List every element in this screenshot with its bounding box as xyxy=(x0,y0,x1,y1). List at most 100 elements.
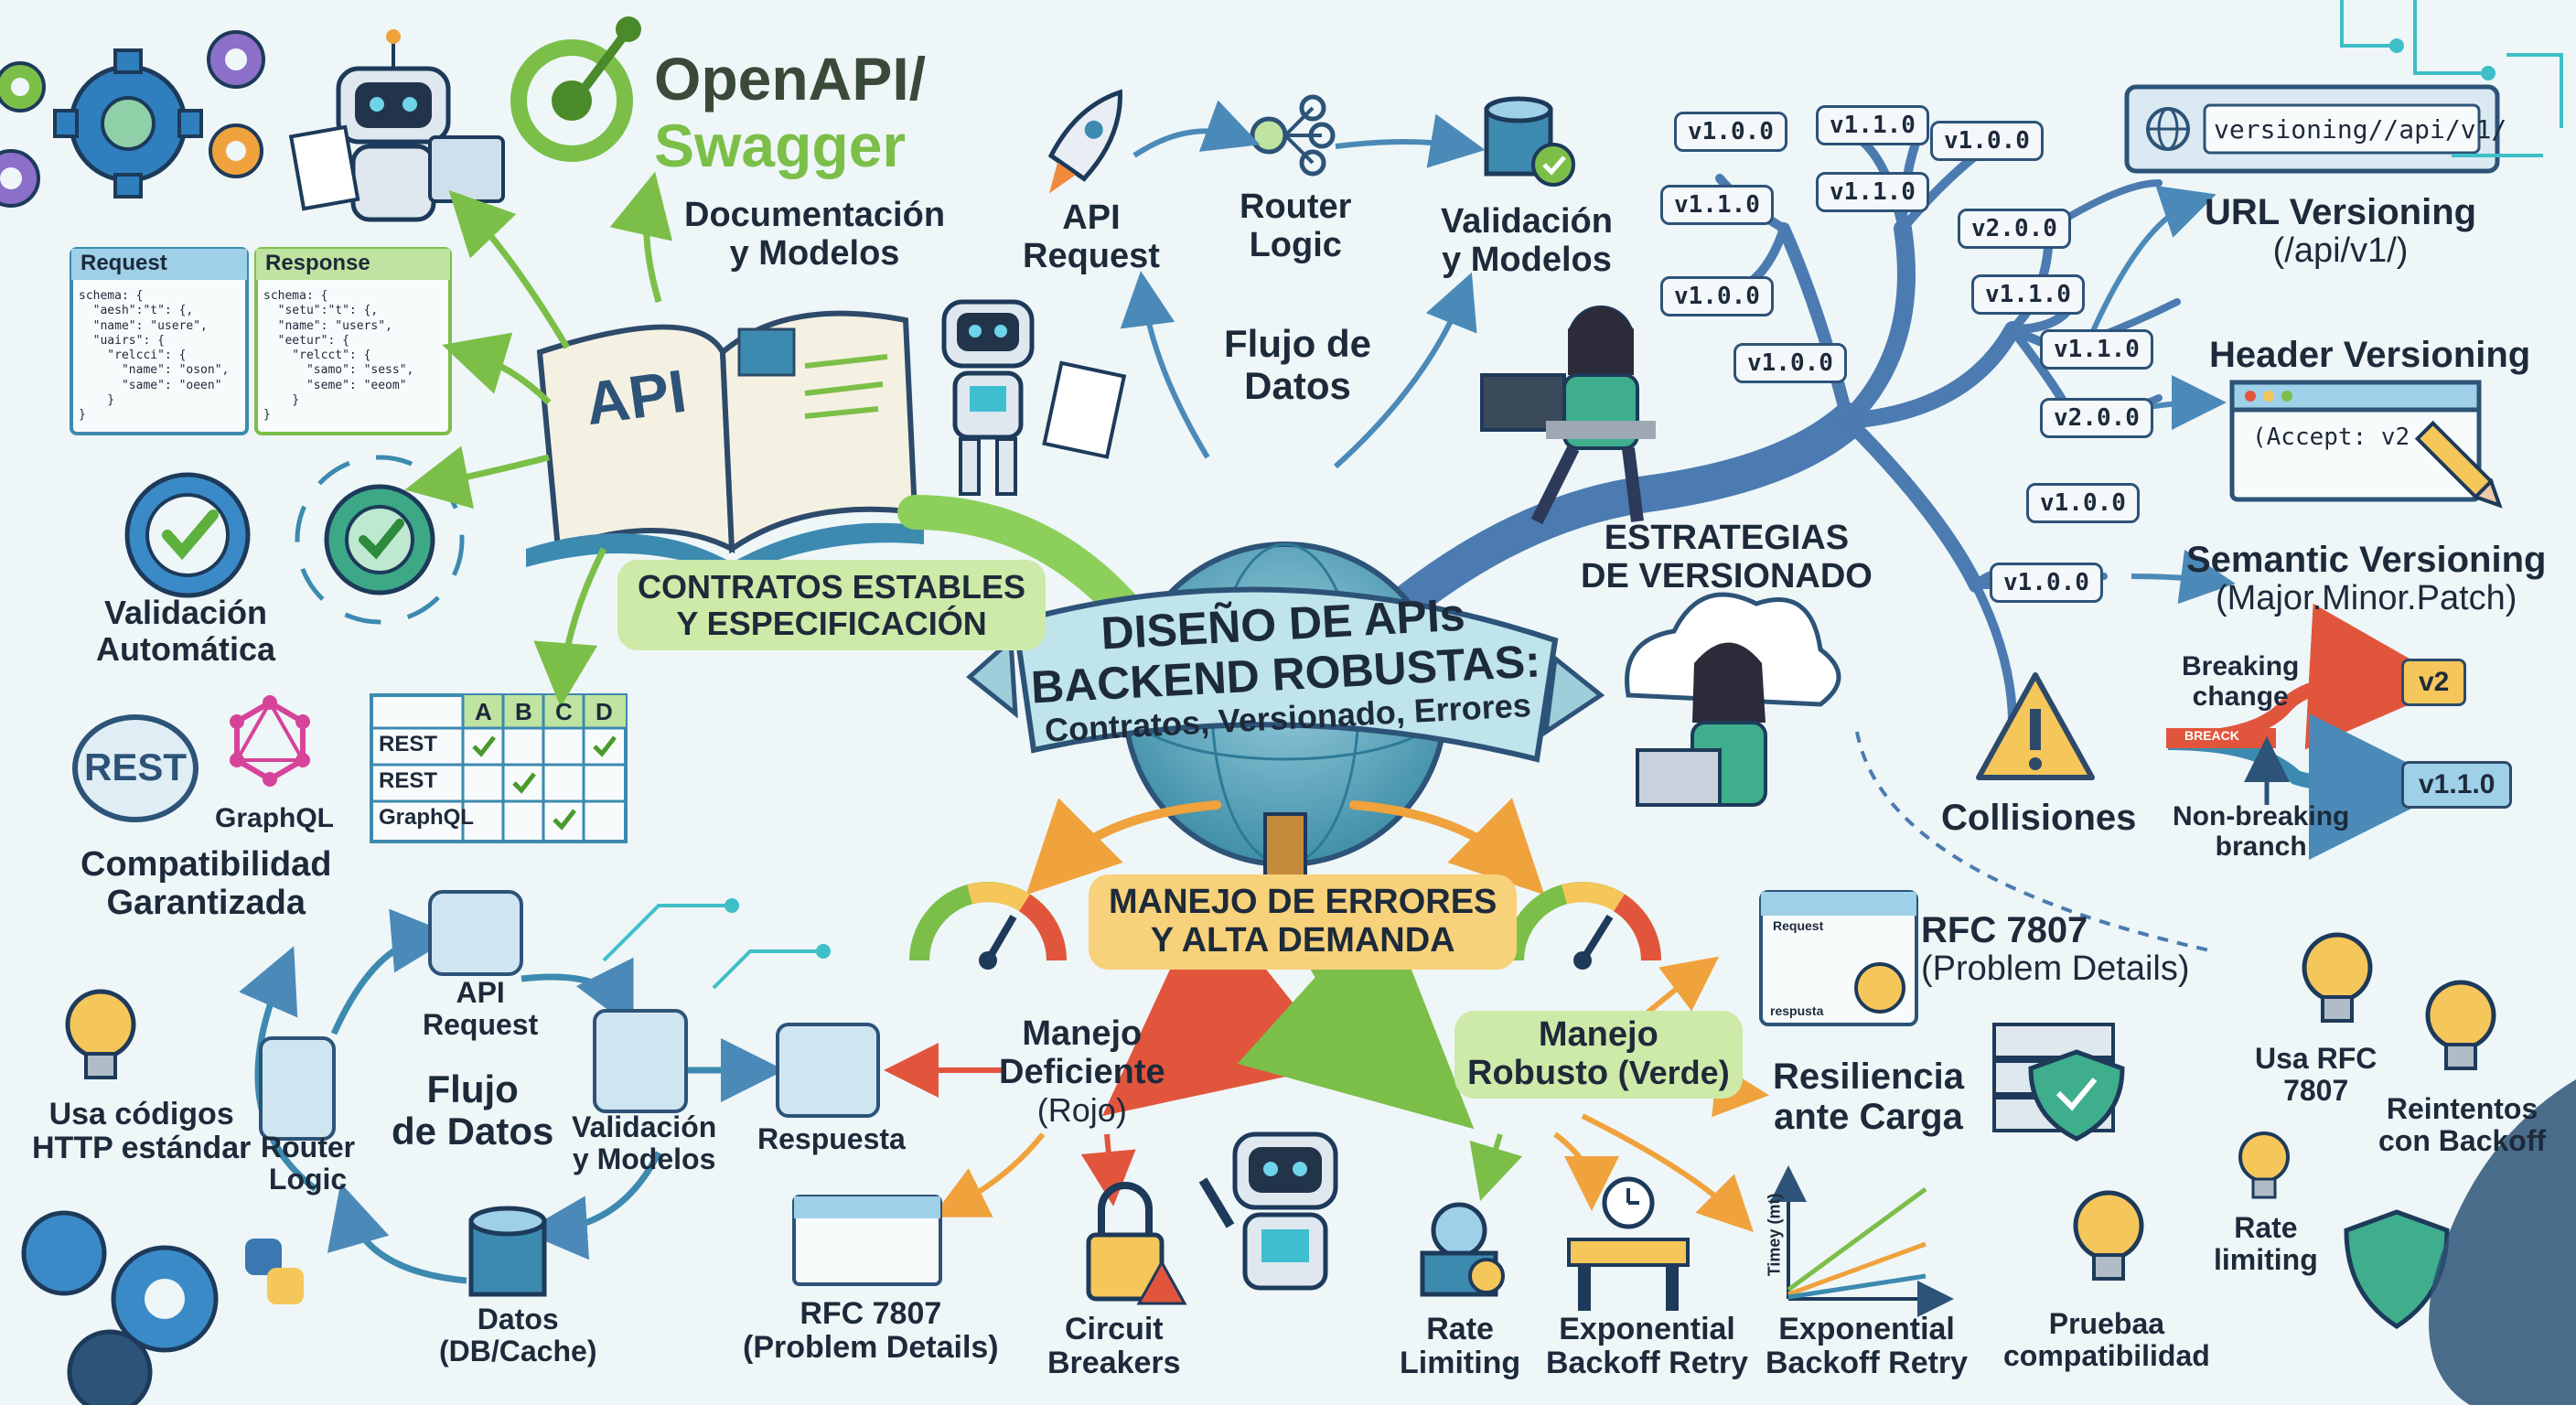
router-tile xyxy=(259,1036,336,1141)
manejo-robusto-label: Manejo Robusto (Verde) xyxy=(1454,1011,1743,1099)
bottom-right-decor xyxy=(2429,1079,2576,1405)
header-versioning-label: Header Versioning xyxy=(2209,335,2531,375)
rfc-left-label: RFC 7807 (Problem Details) xyxy=(743,1296,999,1366)
graphql-label: GraphQL xyxy=(215,803,335,833)
dashed-link xyxy=(1855,731,2215,953)
version-tag: v1.1.0 xyxy=(1816,105,1929,145)
version-tag: v1.0.0 xyxy=(1660,276,1774,316)
robot-icon xyxy=(288,29,505,222)
arrow-semantic xyxy=(2131,549,2236,605)
table-row-label: GraphQL xyxy=(379,805,475,830)
openapi-line2: Swagger xyxy=(654,111,907,179)
clock-icon xyxy=(1602,1176,1655,1229)
left-respuesta-label: Respuesta xyxy=(757,1122,906,1155)
barrier-icon xyxy=(1567,1238,1690,1311)
gear-icon xyxy=(53,48,203,198)
url-versioning-example: (/api/v1/) xyxy=(2272,231,2409,270)
router-icon xyxy=(1250,94,1336,177)
version-tag: v1.0.0 xyxy=(1930,121,2044,161)
semantic-sub: (Major.Minor.Patch) xyxy=(2216,579,2517,617)
left-flow-cycle xyxy=(239,908,785,1284)
response-panel xyxy=(254,247,452,435)
table-check-mark xyxy=(553,809,576,831)
manejo-deficiente-label: Manejo Deficiente (Rojo) xyxy=(999,1014,1165,1128)
url-versioning-label: URL Versioning (/api/v1/) xyxy=(2205,192,2476,271)
table-check-mark xyxy=(472,735,496,757)
flujo-datos-top-label: Flujo de Datos xyxy=(1224,322,1371,408)
rfc-right-title: RFC 7807 xyxy=(1921,910,2088,950)
arrow-to-table xyxy=(533,547,607,707)
rocket-icon xyxy=(1047,89,1122,194)
gauge-icon xyxy=(909,882,1067,970)
python-icon xyxy=(245,1239,304,1304)
developer-person xyxy=(1480,306,1656,525)
deficiente-title: Manejo Deficiente xyxy=(999,1014,1165,1091)
version-tag: v2.0.0 xyxy=(1958,209,2071,249)
gear-icon xyxy=(209,123,263,178)
url-bar[interactable] xyxy=(2124,84,2500,174)
collisiones-label: Collisiones xyxy=(1941,798,2137,838)
lightbulb-icon xyxy=(2073,1190,2144,1281)
center-title: DISEÑO DE APIs BACKEND ROBUSTAS: Contrat… xyxy=(1016,585,1553,750)
breaking-arrows xyxy=(2166,603,2455,860)
table-check-mark xyxy=(593,735,617,757)
compat-table xyxy=(370,693,628,843)
table-checks xyxy=(472,735,617,831)
rfc-right-label: RFC 7807 (Problem Details) xyxy=(1921,910,2190,989)
version-tag: v1.1.0 xyxy=(2040,329,2153,370)
rfc-card-line1: Request xyxy=(1773,918,1824,933)
semantic-versioning-label: Semantic Versioning (Major.Minor.Patch) xyxy=(2186,540,2546,618)
resiliencia-label: Resiliencia ante Carga xyxy=(1773,1056,1965,1137)
robot-icon xyxy=(1198,1132,1338,1291)
table-header-cell: B xyxy=(515,698,532,725)
compat-label: Compatibilidad Garantizada xyxy=(80,845,332,922)
request-code: schema: { "aesh":"t": {, "name": "usere"… xyxy=(79,289,230,422)
rate-limiting-label: Rate Limiting xyxy=(1400,1312,1521,1381)
version-tag: v2.0.0 xyxy=(2040,398,2153,438)
response-code: schema: { "setu":"t": {, "name": "users"… xyxy=(263,289,414,422)
circuit-lines xyxy=(602,0,2563,990)
lightbulb-icon xyxy=(2238,1132,2290,1199)
openapi-title: OpenAPI/ Swagger xyxy=(654,46,926,178)
contratos-branch-label: CONTRATOS ESTABLES Y ESPECIFICACIÓN xyxy=(617,560,1046,651)
url-bar-text[interactable]: versioning//api/v1/ xyxy=(2214,114,2507,145)
breaking-change-label: Breaking change xyxy=(2182,651,2300,712)
book-icon xyxy=(526,310,924,578)
reintentos-label: Reintentos con Backoff xyxy=(2378,1092,2547,1158)
lightbulb-icon xyxy=(65,989,136,1079)
version-tag: v1.0.0 xyxy=(1990,563,2103,603)
arrow-to-docs xyxy=(609,171,673,303)
response-tile xyxy=(776,1023,880,1118)
left-api-request-label: API Request xyxy=(423,976,539,1042)
arrow-to-panels xyxy=(442,332,552,405)
version-tag: v1.1.0 xyxy=(1660,185,1774,225)
left-router-label: Router Logic xyxy=(261,1131,356,1196)
openapi-logo xyxy=(510,16,641,162)
rfc-card xyxy=(1759,890,1918,1026)
rest-label: REST xyxy=(84,745,188,788)
pencil-icon xyxy=(2414,420,2503,509)
graphql-icon xyxy=(230,695,310,787)
book-api-label: API xyxy=(581,356,691,438)
top-api-request-label: API Request xyxy=(1023,198,1160,275)
v110-badge: v1.1.0 xyxy=(2401,761,2513,809)
rfc-window xyxy=(792,1195,942,1286)
database-icon xyxy=(1484,96,1575,187)
robusto-title: Manejo Robusto xyxy=(1467,1015,1658,1092)
left-validacion-label: Validación y Modelos xyxy=(572,1110,717,1176)
lightbulb-icon xyxy=(2425,980,2496,1070)
checkmark-gear-icon xyxy=(124,472,251,598)
non-breaking-label: Non-breaking branch xyxy=(2173,801,2350,862)
gear-icon xyxy=(21,1210,107,1296)
rate-meter-icon xyxy=(1420,1202,1505,1297)
table-check-mark xyxy=(512,772,536,794)
arrow-to-db-label xyxy=(1333,272,1477,469)
center-banner xyxy=(966,586,1605,763)
usa-codigos-label: Usa códigos HTTP estándar xyxy=(32,1097,252,1166)
gear-icon xyxy=(0,149,40,208)
circuit-breakers-label: Circuit Breakers xyxy=(1047,1312,1181,1381)
versionado-branch-label: ESTRATEGIAS DE VERSIONADO xyxy=(1581,519,1873,595)
chart-axis-label: Timey (mt) xyxy=(1765,1193,1784,1277)
response-panel-title: Response xyxy=(265,251,370,275)
